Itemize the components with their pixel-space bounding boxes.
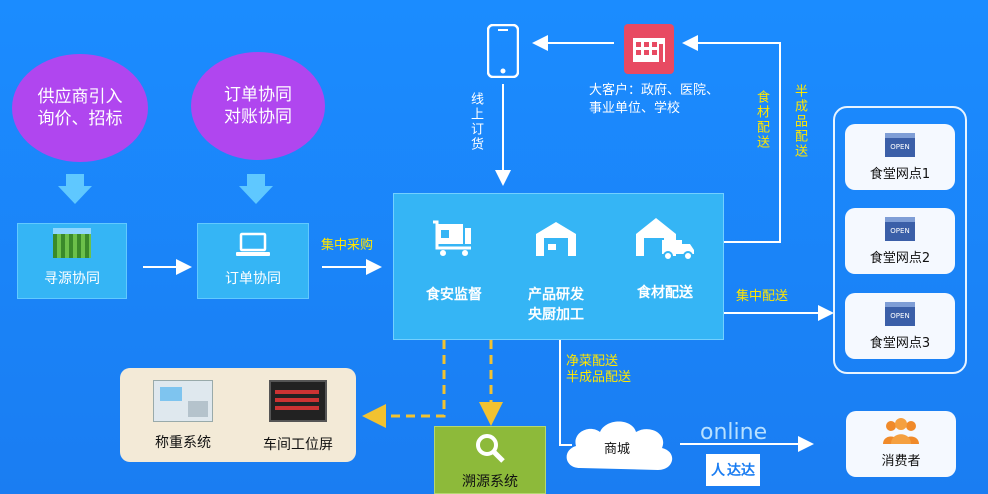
shop-open-icon: OPEN bbox=[885, 217, 915, 241]
food-safety-label: 食安监督 bbox=[426, 287, 482, 303]
weigh-label: 称重系统 bbox=[155, 435, 211, 451]
sourcing-box: 寻源协同 bbox=[17, 223, 127, 299]
canteen-label-1: 食堂网点1 bbox=[869, 167, 931, 182]
scale-machine-icon bbox=[153, 380, 213, 422]
supplier-ellipse: 供应商引入 询价、招标 bbox=[12, 54, 148, 162]
weigh-system-cell: 称重系统 bbox=[140, 380, 226, 452]
canteen-node-3: OPEN 食堂网点3 bbox=[845, 293, 955, 359]
dada-logo: 人 达达 bbox=[706, 454, 760, 486]
order-line-1: 订单协同 bbox=[224, 85, 292, 105]
order-ellipse: 订单协同 对账协同 bbox=[191, 52, 325, 160]
warehouse-icon bbox=[536, 222, 576, 256]
centralized-delivery-label: 集中配送 bbox=[736, 289, 789, 304]
rnd-line-2: 央厨加工 bbox=[528, 307, 584, 323]
canteen-node-2: OPEN 食堂网点2 bbox=[845, 208, 955, 274]
consumer-label: 消费者 bbox=[881, 454, 921, 469]
workshop-screen-icon bbox=[269, 380, 327, 422]
people-group-icon bbox=[883, 418, 919, 444]
semi-product-delivery-vertical-label: 半成品配送 bbox=[792, 84, 807, 159]
cart-icon bbox=[433, 220, 471, 256]
canteen-group bbox=[833, 106, 967, 374]
dada-text: 达达 bbox=[727, 463, 755, 479]
farm-field-icon bbox=[53, 228, 91, 258]
smartphone-icon bbox=[487, 24, 519, 78]
big-customer-line-1: 大客户：政府、医院、 bbox=[589, 83, 720, 98]
workshop-screen-cell: 车间工位屏 bbox=[250, 380, 346, 454]
canteen-label-2: 食堂网点2 bbox=[869, 251, 931, 266]
central-platform-box: 食安监督 产品研发 央厨加工 食材配送 bbox=[393, 193, 724, 340]
canteen-node-1: OPEN 食堂网点1 bbox=[845, 124, 955, 190]
mall-label: 商城 bbox=[604, 442, 631, 457]
food-safety-cell: 食安监督 bbox=[414, 220, 494, 304]
rnd-line-1: 产品研发 bbox=[528, 287, 584, 303]
ingredient-delivery-vertical-label: 食材配送 bbox=[754, 90, 769, 150]
big-customer-label: 大客户：政府、医院、 事业单位、学校 bbox=[589, 82, 719, 118]
ingredient-delivery-label: 食材配送 bbox=[637, 285, 693, 301]
down-arrow-2 bbox=[239, 174, 273, 204]
clean-veg-line-2: 半成品配送 bbox=[566, 370, 632, 385]
supplier-line-2: 询价、招标 bbox=[37, 109, 123, 129]
online-label: online bbox=[700, 420, 768, 445]
big-customer-building-icon bbox=[624, 24, 674, 74]
online-order-label: 线上订货 bbox=[468, 92, 483, 152]
magnifier-icon bbox=[476, 434, 505, 463]
trace-label: 溯源系统 bbox=[462, 474, 518, 490]
laptop-icon bbox=[236, 232, 270, 256]
centralized-purchase-label: 集中采购 bbox=[321, 238, 374, 253]
supplier-line-1: 供应商引入 bbox=[37, 87, 123, 107]
trace-system-box: 溯源系统 bbox=[434, 426, 546, 494]
workshop-label: 车间工位屏 bbox=[263, 437, 333, 453]
ingredient-delivery-cell: 食材配送 bbox=[620, 216, 710, 302]
clean-veg-line-1: 净菜配送 bbox=[566, 354, 619, 369]
order-label: 订单协同 bbox=[225, 271, 281, 287]
order-line-2: 对账协同 bbox=[224, 107, 292, 127]
clean-veg-label: 净菜配送 半成品配送 bbox=[566, 354, 631, 386]
delivery-truck-icon bbox=[636, 218, 694, 261]
order-box: 订单协同 bbox=[197, 223, 309, 299]
rnd-kitchen-cell: 产品研发 央厨加工 bbox=[516, 220, 596, 324]
dada-person-icon: 人 bbox=[711, 463, 725, 479]
mall-cloud bbox=[566, 421, 673, 470]
big-customer-line-2: 事业单位、学校 bbox=[589, 101, 681, 116]
consumer-node: 消费者 bbox=[846, 411, 956, 477]
sourcing-label: 寻源协同 bbox=[44, 271, 100, 287]
shop-open-icon: OPEN bbox=[885, 302, 915, 326]
down-arrow-1 bbox=[58, 174, 92, 204]
shop-open-icon: OPEN bbox=[885, 133, 915, 157]
canteen-label-3: 食堂网点3 bbox=[869, 336, 931, 351]
